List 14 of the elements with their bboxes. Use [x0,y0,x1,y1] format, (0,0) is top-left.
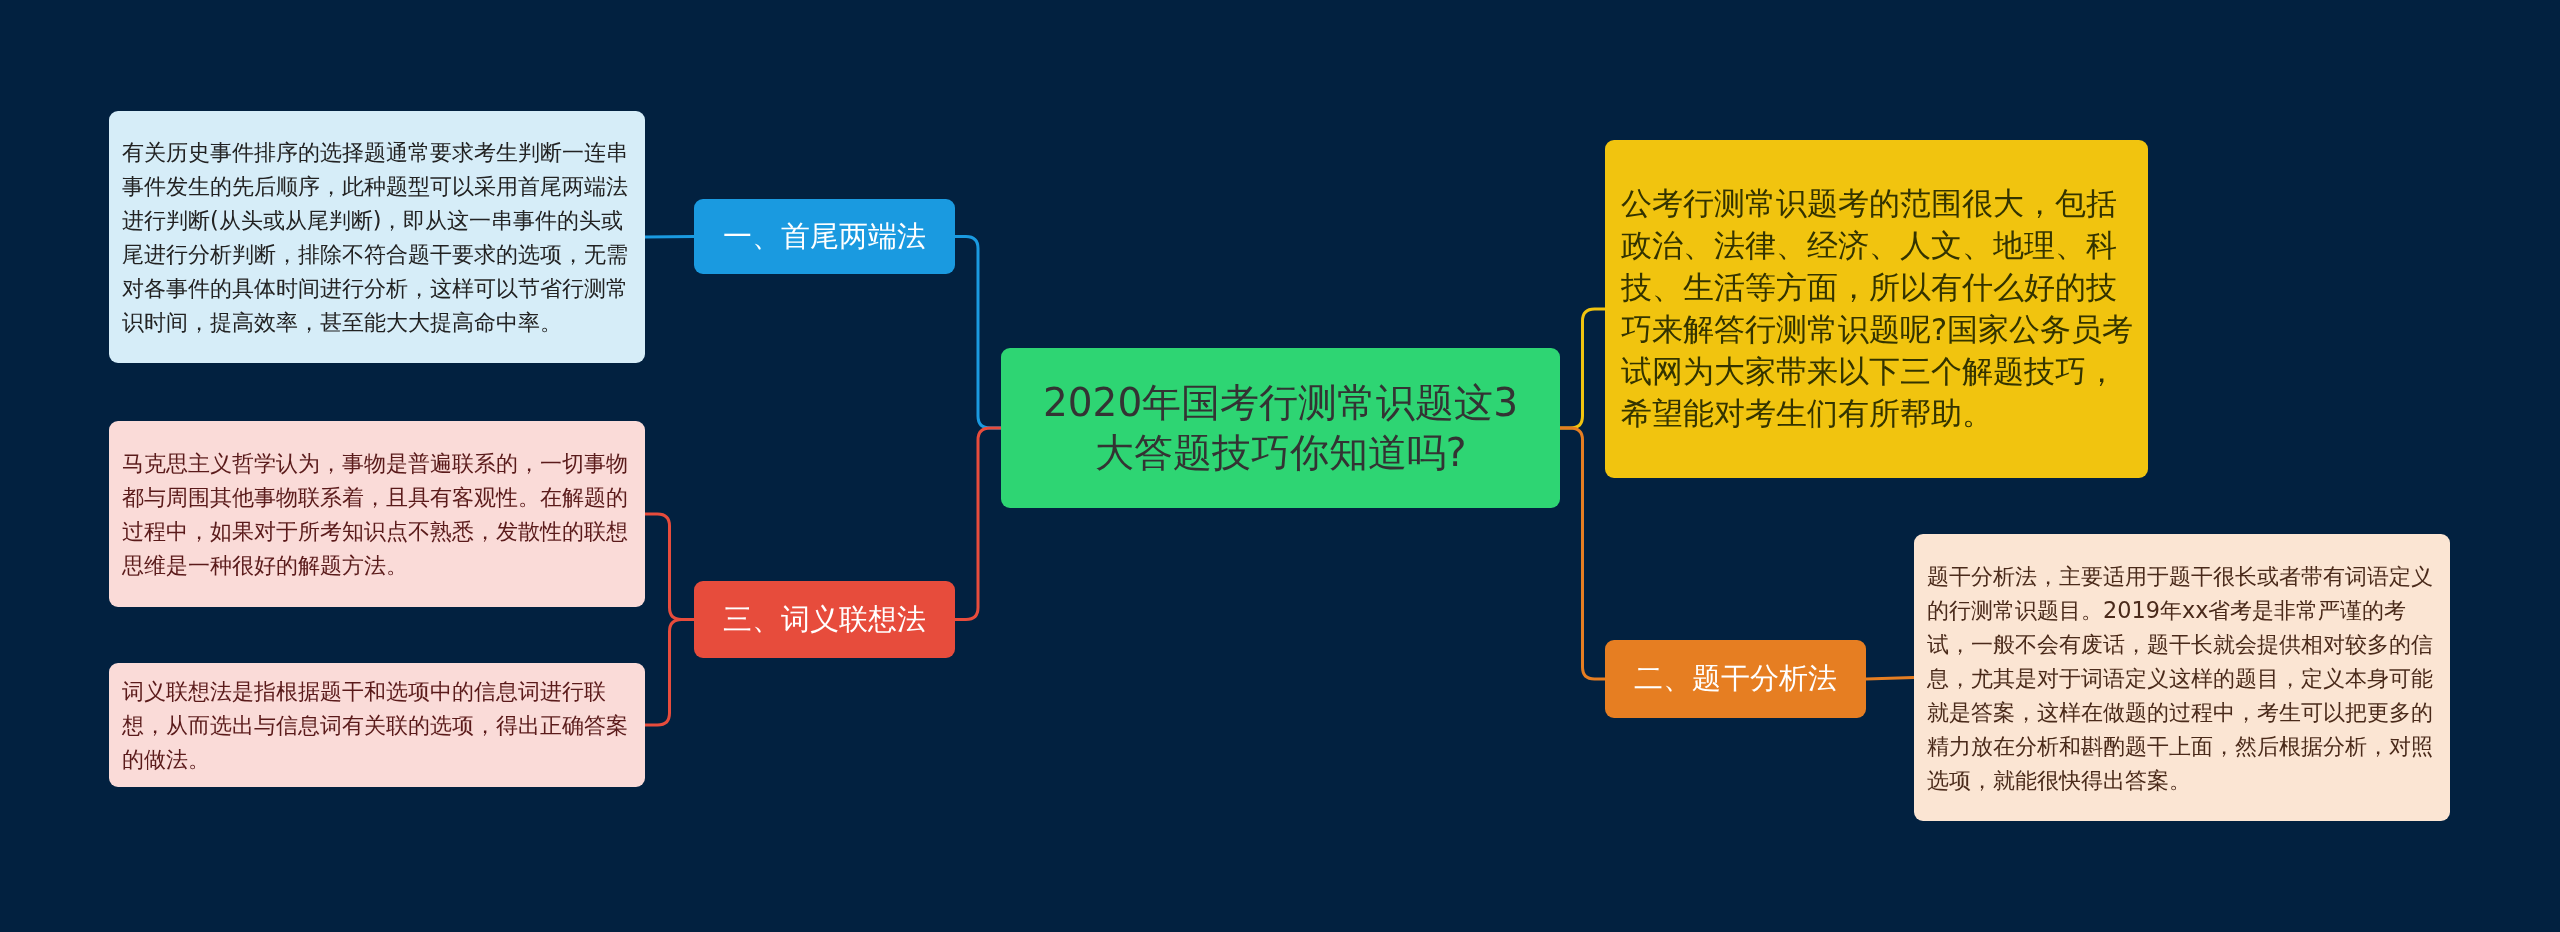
note-box: 题干分析法，主要适用于题干很长或者带有词语定义的行测常识题目。2019年xx省考是非常严谨的考试，一般不会有废话，题干长就会提供相对较多的信息，尤其是对于词语定义这样的题目，定义本身可能就是答案，这样在做题的过程中，考生可以把更多的精力放在分析和斟酌题干上面，然后根据分析，对照选项，就能很快得出答案。 [1914,534,2450,821]
note-box: 有关历史事件排序的选择题通常要求考生判断一连串事件发生的先后顺序，此种题型可以采用首尾两端法进行判断(从头或从尾判断)，即从这一串事件的头或尾进行分析判断，排除不符合题干要求的选项，无需对各事件的具体时间进行分析，这样可以节省行测常识时间，提高效率，甚至能大大提高命中率。 [109,111,645,363]
connector [645,618,694,727]
connector [955,426,1001,621]
note-box: 词义联想法是指根据题干和选项中的信息词进行联想，从而选出与信息词有关联的选项，得出正确答案的做法。 [109,663,645,787]
connector [1560,426,1605,681]
note-box: 马克思主义哲学认为，事物是普遍联系的，一切事物都与周围其他事物联系着，且具有客观性。在解题的过程中，如果对于所考知识点不熟悉，发散性的联想思维是一种很好的解题方法。 [109,421,645,607]
note-box: 公考行测常识题考的范围很大，包括政治、法律、经济、人文、地理、科技、生活等方面，所以有什么好的技巧来解答行测常识题呢?国家公务员考试网为大家带来以下三个解题技巧，希望能对考生们有所帮助。 [1605,140,2148,478]
connector [645,235,694,239]
connector [1865,676,1915,681]
branch-box: 一、首尾两端法 [694,199,955,274]
branch-box: 三、词义联想法 [694,581,955,658]
branch-box: 二、题干分析法 [1605,640,1866,718]
topic-box: 2020年国考行测常识题这3大答题技巧你知道吗? [1001,348,1560,508]
